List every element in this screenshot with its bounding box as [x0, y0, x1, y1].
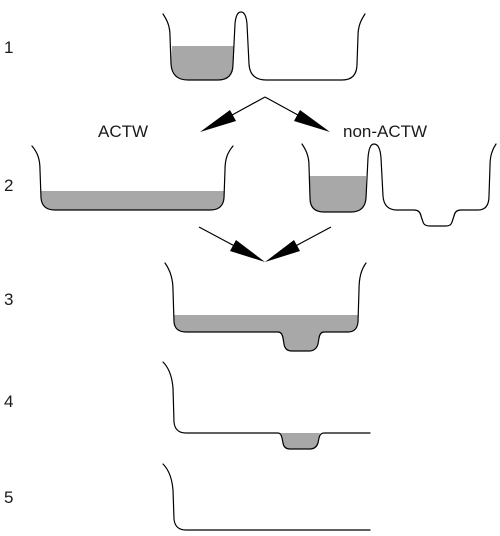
row-2-actw-well-outline	[31, 145, 234, 211]
branch-label-non-actw: non-ACTW	[343, 122, 427, 141]
merge-arrows	[198, 226, 332, 262]
row-1-water	[171, 46, 234, 80]
step-label-4: 4	[4, 392, 13, 411]
arrow-to-non-actw-head	[294, 110, 330, 132]
row-3-well-outline	[164, 262, 367, 352]
step-label-5: 5	[4, 488, 13, 507]
row-4-pit-water	[280, 433, 320, 449]
row-2-non-actw-wells	[301, 143, 497, 227]
row-4-profile	[162, 361, 371, 450]
step-label-1: 1	[4, 38, 13, 57]
row-2-non-actw-well-outline	[301, 143, 497, 227]
row-3-water	[174, 315, 358, 351]
row-2-non-actw-water	[310, 176, 366, 212]
row-5-profile-outline	[162, 463, 371, 531]
row-4-profile-outline	[162, 361, 371, 450]
row-1-wells	[162, 11, 366, 81]
arrow-to-actw-head	[200, 110, 236, 132]
step-label-3: 3	[4, 290, 13, 309]
row-2-actw-well	[31, 145, 234, 211]
split-arrows	[200, 96, 330, 132]
row-5-profile	[162, 463, 371, 531]
step-label-2: 2	[4, 176, 13, 195]
merge-arrow-right-head	[265, 240, 300, 262]
branch-label-actw: ACTW	[98, 122, 148, 141]
row-3-well	[164, 262, 367, 352]
merge-arrow-left-head	[230, 240, 265, 262]
row-1-well-outline	[162, 11, 366, 81]
row-2-actw-water	[41, 191, 224, 210]
